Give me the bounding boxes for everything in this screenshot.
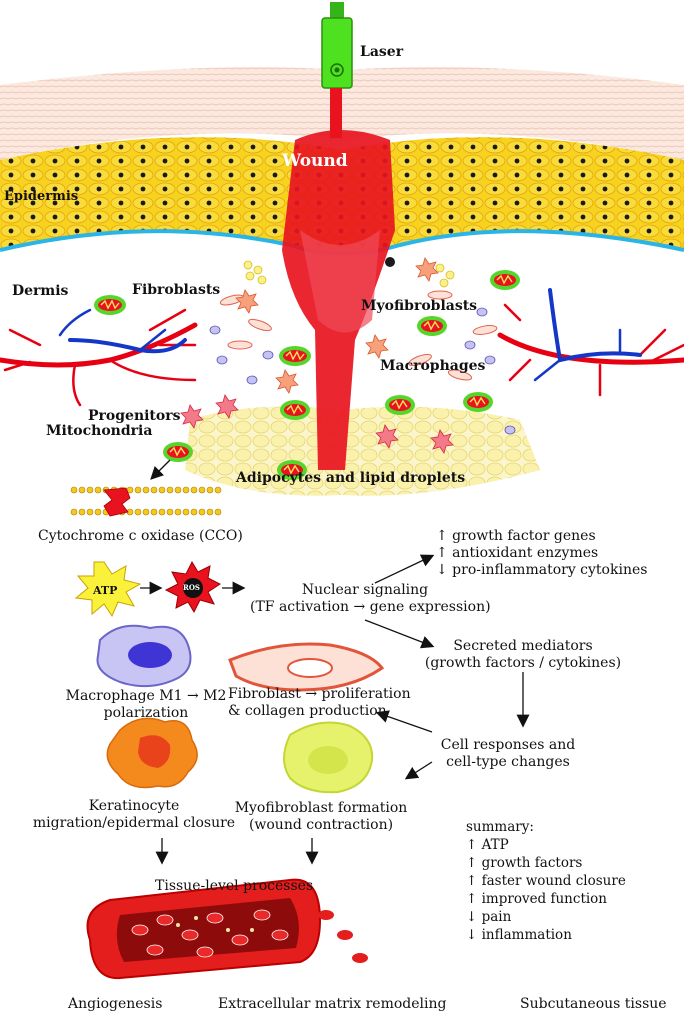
label-fibroblast-proliferation: Fibroblast → proliferation& collagen pro… bbox=[228, 686, 411, 719]
label-progenitors: Progenitors bbox=[88, 408, 181, 424]
label-mitochondria: Mitochondria bbox=[46, 423, 153, 439]
summary-item: ↑ ATP bbox=[466, 837, 509, 853]
label-gene-effects: ↑ growth factor genes↑ antioxidant enzym… bbox=[436, 528, 648, 578]
blood-vessel-icon bbox=[86, 878, 368, 980]
label-macrophages: Macrophages bbox=[380, 358, 486, 374]
myofibroblast-icon bbox=[283, 721, 374, 794]
label-atp: ATP bbox=[93, 584, 118, 597]
adipose-layer bbox=[185, 406, 540, 496]
atp-burst-icon bbox=[74, 561, 142, 618]
blood-vessel-left bbox=[0, 308, 198, 407]
label-wound: Wound bbox=[282, 151, 348, 171]
summary-item: ↓ inflammation bbox=[466, 927, 572, 943]
laser-device-icon bbox=[321, 2, 353, 89]
label-myofibroblast-formation: Myofibroblast formation(wound contractio… bbox=[234, 800, 408, 833]
label-adipocytes: Adipocytes and lipid droplets bbox=[236, 470, 466, 486]
label-ros: ROS bbox=[183, 583, 200, 592]
label-secreted-mediators: Secreted mediators(growth factors / cyto… bbox=[424, 638, 622, 671]
label-nuclear-signaling: Nuclear signaling(TF activation → gene e… bbox=[250, 582, 491, 615]
summary-item: ↓ pain bbox=[466, 909, 512, 925]
macrophage-icon bbox=[96, 624, 192, 688]
fibroblast-icon bbox=[228, 642, 385, 692]
summary-item: ↑ improved function bbox=[466, 891, 608, 907]
label-angiogenesis: Angiogenesis bbox=[68, 996, 163, 1012]
label-epidermis: Epidermis bbox=[4, 189, 79, 204]
label-fibroblasts: Fibroblasts bbox=[132, 282, 221, 298]
summary-box: summary: ↑ ATP ↑ growth factors ↑ faster… bbox=[466, 818, 626, 944]
label-tissue-level: Tissue-level processes bbox=[155, 878, 314, 894]
label-subcutaneous: Subcutaneous tissue bbox=[520, 996, 667, 1012]
summary-item: ↑ faster wound closure bbox=[466, 873, 626, 889]
mitochondria-icon bbox=[94, 270, 520, 480]
flow-arrows bbox=[140, 459, 530, 865]
cco-membrane-icon bbox=[70, 486, 222, 517]
label-cco: Cytochrome c oxidase (CCO) bbox=[38, 528, 243, 544]
blood-vessel-right bbox=[497, 288, 684, 397]
label-myofibroblasts: Myofibroblasts bbox=[361, 298, 478, 314]
label-ecm-remodeling: Extracellular matrix remodeling bbox=[218, 996, 447, 1012]
label-dermis: Dermis bbox=[12, 283, 69, 299]
label-laser: Laser bbox=[360, 44, 404, 60]
wound-beam bbox=[282, 88, 395, 470]
summary-item: ↑ growth factors bbox=[466, 855, 583, 871]
ros-burst-icon bbox=[164, 560, 221, 614]
keratinocyte-icon bbox=[106, 717, 198, 789]
dermal-cells bbox=[180, 257, 516, 454]
summary-title: summary: bbox=[466, 819, 534, 835]
